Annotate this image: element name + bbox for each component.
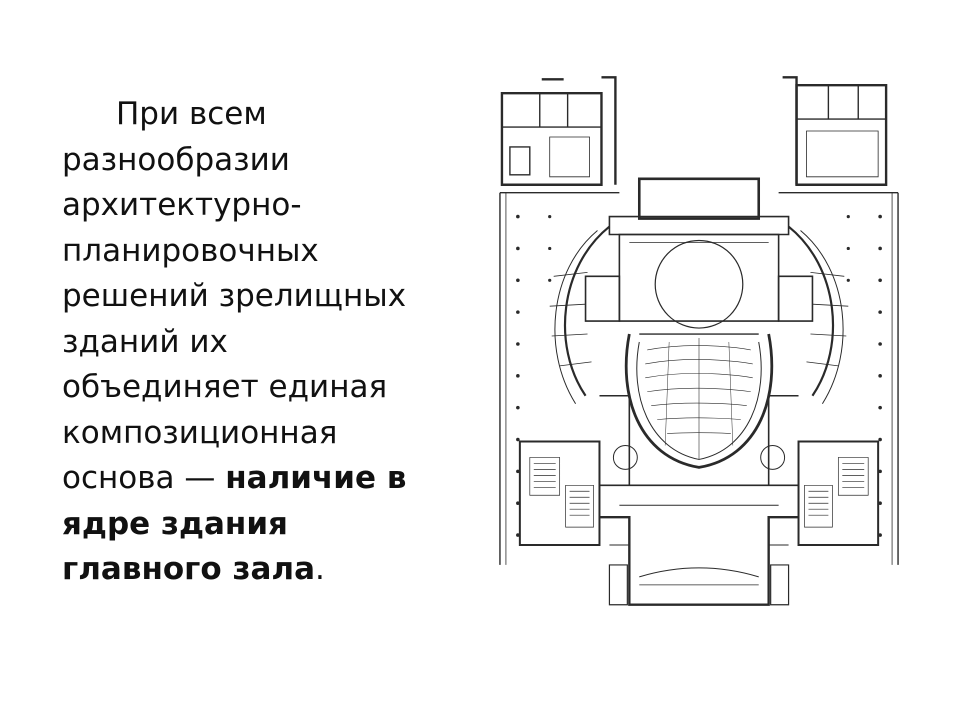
upper-left-wing: [500, 76, 617, 186]
text-line-10: ядре здания: [62, 502, 462, 548]
text-line-11-bold: главного зала: [62, 551, 315, 587]
upper-right-wing: [782, 76, 888, 186]
text-line-9-regular: основа —: [62, 460, 226, 496]
colonnade-columns: [516, 214, 882, 537]
text-line-4: планировочных: [62, 232, 319, 269]
auditorium: [612, 333, 786, 470]
text-line-5: решений зрелищных: [62, 278, 407, 314]
theater-floor-plan: [490, 66, 908, 618]
main-entrance: [599, 484, 799, 606]
text-line-11-tail: .: [315, 551, 325, 587]
text-line-6: зданий их: [62, 323, 228, 360]
text-line-1: При всем: [116, 96, 267, 132]
text-line-2: разнообразии: [62, 141, 290, 178]
curved-side-foyers: [549, 225, 849, 404]
text-line-8: композиционная: [62, 414, 338, 451]
text-line-11: главного зала.: [62, 547, 462, 593]
lower-side-blocks: [518, 394, 880, 547]
text-line-10-bold: ядре здания: [62, 505, 288, 542]
stage-house: [608, 177, 790, 329]
outer-perimeter: [499, 192, 899, 565]
text-line-9: основа — наличие в: [62, 456, 462, 502]
slide-body-text: При всем разнообразии архитектурно- план…: [62, 92, 462, 593]
text-line-3: архитектурно-: [62, 187, 302, 223]
text-line-9-bold: наличие в: [225, 460, 407, 496]
floor-plan-drawing: [499, 76, 899, 606]
text-line-7: объединяет единая: [62, 369, 388, 405]
